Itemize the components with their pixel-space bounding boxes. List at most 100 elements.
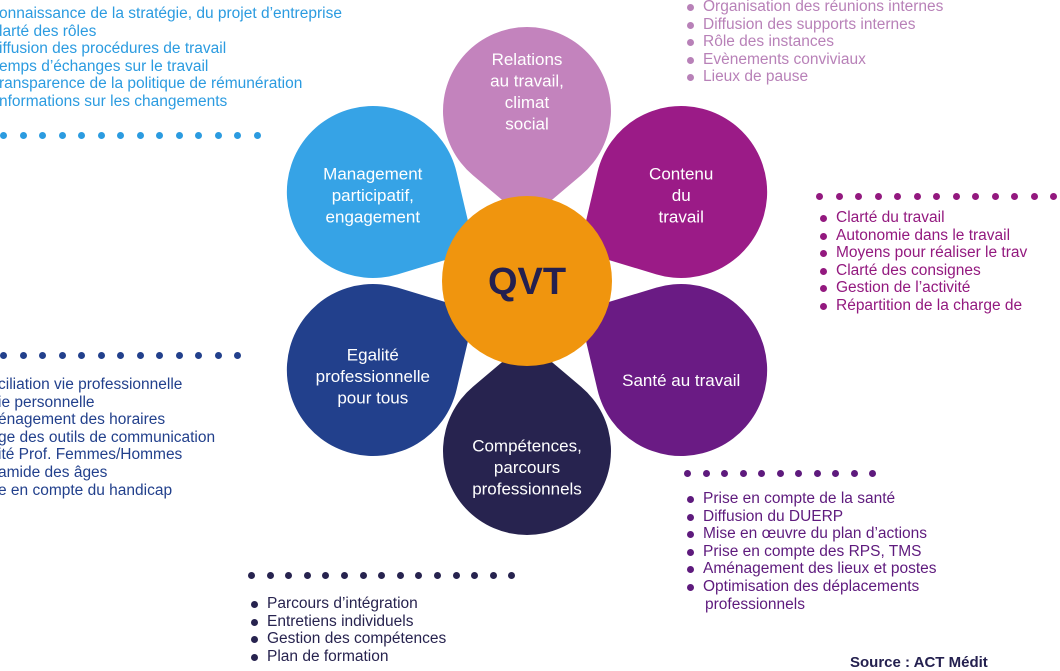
separator-dot	[303, 572, 311, 579]
separator-dot	[58, 132, 66, 139]
list-item: ie personnelle	[0, 393, 95, 411]
list-item-continuation: professionnels	[705, 595, 805, 613]
petal-label-line: au travail,	[490, 71, 564, 90]
list-item: Moyens pour réaliser le trav	[814, 244, 1027, 262]
separator-dot	[234, 132, 241, 139]
petals-group	[286, 27, 768, 535]
separator-dot	[234, 352, 241, 359]
separator-dot	[850, 470, 858, 477]
petal-label-line: parcours	[494, 458, 560, 477]
list-item: Prise en compte des RPS, TMS	[681, 543, 937, 561]
petal-label-line: Relations	[492, 50, 563, 69]
petal-label-line: pour tous	[337, 389, 408, 408]
petal-label-line: participatif,	[332, 186, 414, 205]
separator-dot	[175, 132, 183, 139]
list-item: Diffusion du DUERP	[681, 508, 937, 526]
petal-label-line: climat	[505, 93, 550, 112]
separator-dot	[721, 470, 728, 477]
separator-dot	[739, 470, 747, 477]
separator-dot	[795, 470, 802, 477]
separator-dot	[136, 352, 144, 359]
separator-dot	[913, 193, 921, 200]
list-item: Autonomie dans le travail	[814, 227, 1027, 245]
separator-dot	[1030, 193, 1038, 200]
separator-dot	[972, 193, 979, 200]
separator-dot	[684, 470, 691, 477]
list-item: Diffusion des supports internes	[681, 16, 943, 34]
list-item: Entretiens individuels	[245, 613, 446, 631]
separator-dot	[452, 572, 460, 579]
separator-dot	[117, 132, 124, 139]
petal-sante	[578, 284, 768, 456]
separator-dot	[1011, 193, 1018, 200]
petal-label-line: Egalité	[347, 346, 399, 365]
list-item: Clarté du travail	[814, 209, 1027, 227]
separator-dot	[508, 572, 516, 579]
separator-dot	[39, 132, 46, 139]
list-item: Optimisation des déplacements	[681, 578, 937, 596]
separator-dot	[489, 572, 497, 579]
center-circle	[442, 196, 612, 366]
petal-label-relations: Relations au travail, climat social	[490, 50, 564, 134]
list-item: ransparence de la politique de rémunérat…	[0, 75, 303, 93]
separator-dot	[758, 470, 765, 477]
petal-label-line: du	[672, 186, 691, 205]
separator-dot	[341, 572, 348, 579]
petal-label-egalite: Egalité professionnelle pour tous	[316, 346, 430, 408]
petal-contenu	[578, 106, 768, 278]
separator-dot	[97, 132, 105, 139]
petal-label-line: Contenu	[649, 165, 713, 184]
list-item: Clarté des consignes	[814, 262, 1027, 280]
separator-dot	[19, 132, 27, 139]
separator-dot	[991, 193, 999, 200]
separator-dot	[869, 470, 876, 477]
separator-dot	[0, 352, 7, 359]
petal-management	[286, 106, 476, 278]
list-item: Mise en œuvre du plan d’actions	[681, 525, 937, 543]
separator-dot	[1050, 193, 1057, 200]
separator-dot	[835, 193, 843, 200]
separator-dot	[175, 352, 183, 359]
separator-dot	[776, 470, 784, 477]
separator-dot	[253, 132, 261, 139]
list-item: e en compte du handicap	[0, 481, 173, 499]
separator-dot	[816, 193, 823, 200]
petal-relations	[443, 27, 611, 221]
separator-dot	[214, 132, 222, 139]
separator-dot	[855, 193, 862, 200]
list-item: ciliation vie professionnelle	[0, 376, 183, 393]
separator-dot	[195, 352, 202, 359]
list-item: Aménagement des lieux et postes	[681, 560, 937, 578]
petal-label-line: engagement	[326, 208, 421, 227]
separator-dot	[78, 132, 85, 139]
list-item: Rôle des instances	[681, 33, 943, 51]
separator-dot	[58, 352, 66, 359]
list-item: Evènements conviviaux	[681, 51, 943, 69]
separator-dot	[156, 132, 163, 139]
separator-dot	[97, 352, 105, 359]
list-item: Plan de formation	[245, 648, 446, 666]
separator-dot	[195, 132, 202, 139]
list-item: emps d’échanges sur le travail	[0, 57, 209, 75]
list-item: Gestion de l’activité	[814, 279, 1027, 297]
separator-dot	[434, 572, 441, 579]
list-item: énagement des horaires	[0, 411, 166, 429]
management-list: onnaissance de la stratégie, du projet d…	[0, 5, 342, 111]
separator-dot	[117, 352, 124, 359]
list-item: iffusion des procédures de travail	[0, 40, 227, 58]
separator-dot	[832, 470, 839, 477]
list-item: Lieux de pause	[681, 68, 943, 86]
center-label: QVT	[488, 261, 566, 303]
list-item: ité Prof. Femmes/Hommes	[0, 446, 183, 464]
petal-label-line: social	[505, 114, 548, 133]
separator-dot	[214, 352, 222, 359]
separator-dot	[471, 572, 479, 579]
petal-label-line: professionnelle	[316, 367, 430, 386]
